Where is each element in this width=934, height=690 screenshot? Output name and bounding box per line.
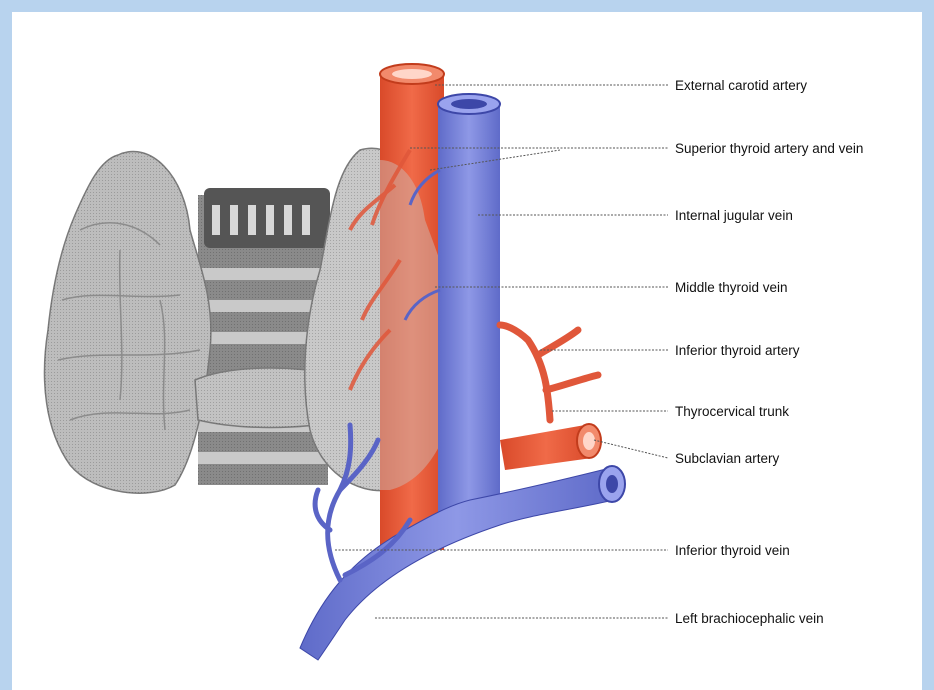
label-external-carotid-artery: External carotid artery (675, 78, 807, 93)
label-internal-jugular-vein: Internal jugular vein (675, 208, 793, 223)
inferior-thyroid-artery (500, 325, 598, 420)
label-thyrocervical-trunk: Thyrocervical trunk (675, 404, 789, 419)
label-left-brachiocephalic-vein: Left brachiocephalic vein (675, 611, 824, 626)
thyroid-left-lobe (44, 152, 210, 494)
internal-jugular-vein (438, 94, 500, 514)
label-superior-thyroid-artery-and-vein: Superior thyroid artery and vein (675, 141, 863, 156)
label-inferior-thyroid-artery: Inferior thyroid artery (675, 343, 800, 358)
label-middle-thyroid-vein: Middle thyroid vein (675, 280, 788, 295)
label-inferior-thyroid-vein: Inferior thyroid vein (675, 543, 790, 558)
subclavian-artery (500, 424, 601, 470)
label-subclavian-artery: Subclavian artery (675, 451, 780, 466)
